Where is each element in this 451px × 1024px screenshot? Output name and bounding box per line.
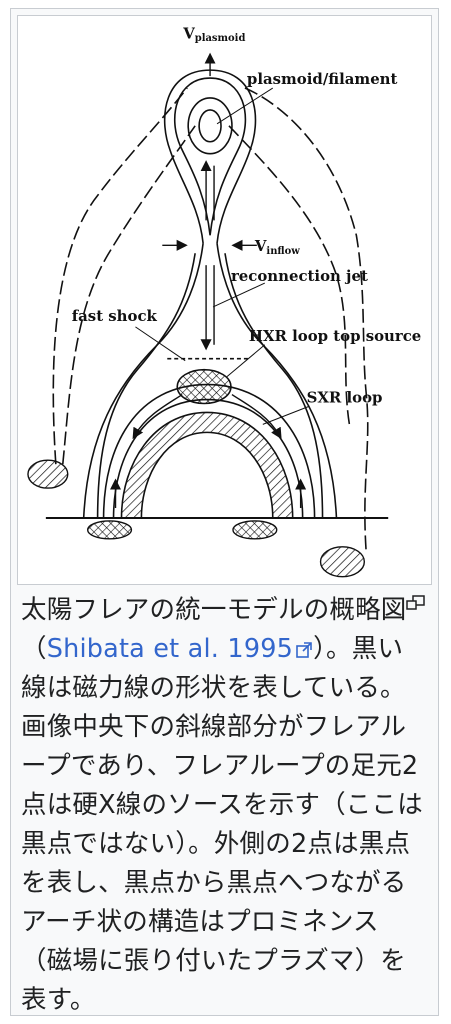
left-sunspot (27, 459, 69, 489)
plasmoid-loops (163, 69, 257, 244)
v-inflow-label: Vinflow (254, 237, 300, 257)
flow-arrows (109, 52, 307, 508)
hxr-source-label: HXR loop top source (249, 327, 421, 345)
reconnection-field-lines (82, 243, 338, 518)
prominence-arches (52, 87, 369, 554)
right-sunspot (319, 546, 366, 578)
citation-link[interactable]: Shibata et al. 1995 (47, 634, 313, 664)
magnify-clip-icon[interactable] (406, 595, 426, 611)
diagram-svg: Vplasmoid plasmoid/filament Vinflow reco… (27, 24, 421, 578)
external-link-icon (295, 632, 313, 658)
right-footpoint (232, 520, 278, 540)
figure-caption: 太陽フレアの統一モデルの概略図（Shibata et al. 1995）。黒い線… (21, 591, 426, 1020)
reconnection-jet-label: reconnection jet (231, 267, 368, 285)
plasmoid-filament-label: plasmoid/filament (247, 70, 398, 88)
left-footpoint (86, 520, 133, 540)
flare-model-diagram[interactable]: Vplasmoid plasmoid/filament Vinflow reco… (17, 15, 432, 585)
sxr-loop-label: SXR loop (307, 389, 383, 407)
fast-shock-label: fast shock (72, 307, 158, 325)
caption-text-before: 太陽フレアの統一モデルの概略図（ (21, 595, 407, 664)
label-leaders (135, 87, 309, 425)
caption-text-after: ）。黒い線は磁力線の形状を表している。画像中央下の斜線部分がフレアループであり、… (21, 634, 423, 1015)
v-plasmoid-label: Vplasmoid (182, 24, 245, 44)
figure-thumbnail: Vplasmoid plasmoid/filament Vinflow reco… (10, 8, 439, 1016)
hxr-loop-top-source (176, 368, 232, 405)
sxr-loop-region (120, 411, 294, 519)
